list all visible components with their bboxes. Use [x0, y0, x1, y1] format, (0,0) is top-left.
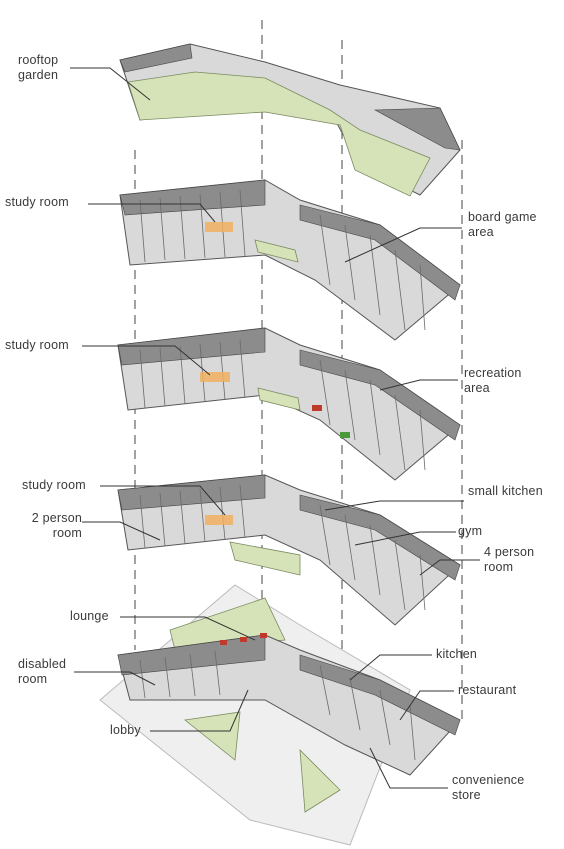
- rooftop-level: [119, 43, 461, 197]
- label-kitchen: kitchen: [436, 647, 478, 661]
- label-convenience-store: convenience store: [452, 773, 525, 802]
- floor-3: [117, 327, 461, 481]
- label-recreation-area: recreation area: [464, 366, 522, 395]
- label-study-room-4: study room: [5, 195, 69, 209]
- floor-2: [117, 474, 461, 626]
- label-lobby: lobby: [110, 723, 141, 737]
- label-lounge: lounge: [70, 609, 109, 623]
- ground-floor: [99, 584, 461, 846]
- leader-lines: [70, 67, 480, 789]
- label-disabled-room: disabled room: [18, 657, 67, 686]
- label-2-person-room: 2 person room: [31, 511, 82, 540]
- floor-4: [119, 179, 461, 341]
- label-study-room-2: study room: [22, 478, 86, 492]
- label-gym: gym: [458, 524, 483, 538]
- label-4-person-room: 4 person room: [484, 545, 535, 574]
- label-restaurant: restaurant: [458, 683, 517, 697]
- label-study-room-3: study room: [5, 338, 69, 352]
- label-small-kitchen: small kitchen: [468, 484, 543, 498]
- label-board-game-area: board game area: [468, 210, 537, 239]
- label-rooftop-garden: rooftop garden: [18, 53, 59, 82]
